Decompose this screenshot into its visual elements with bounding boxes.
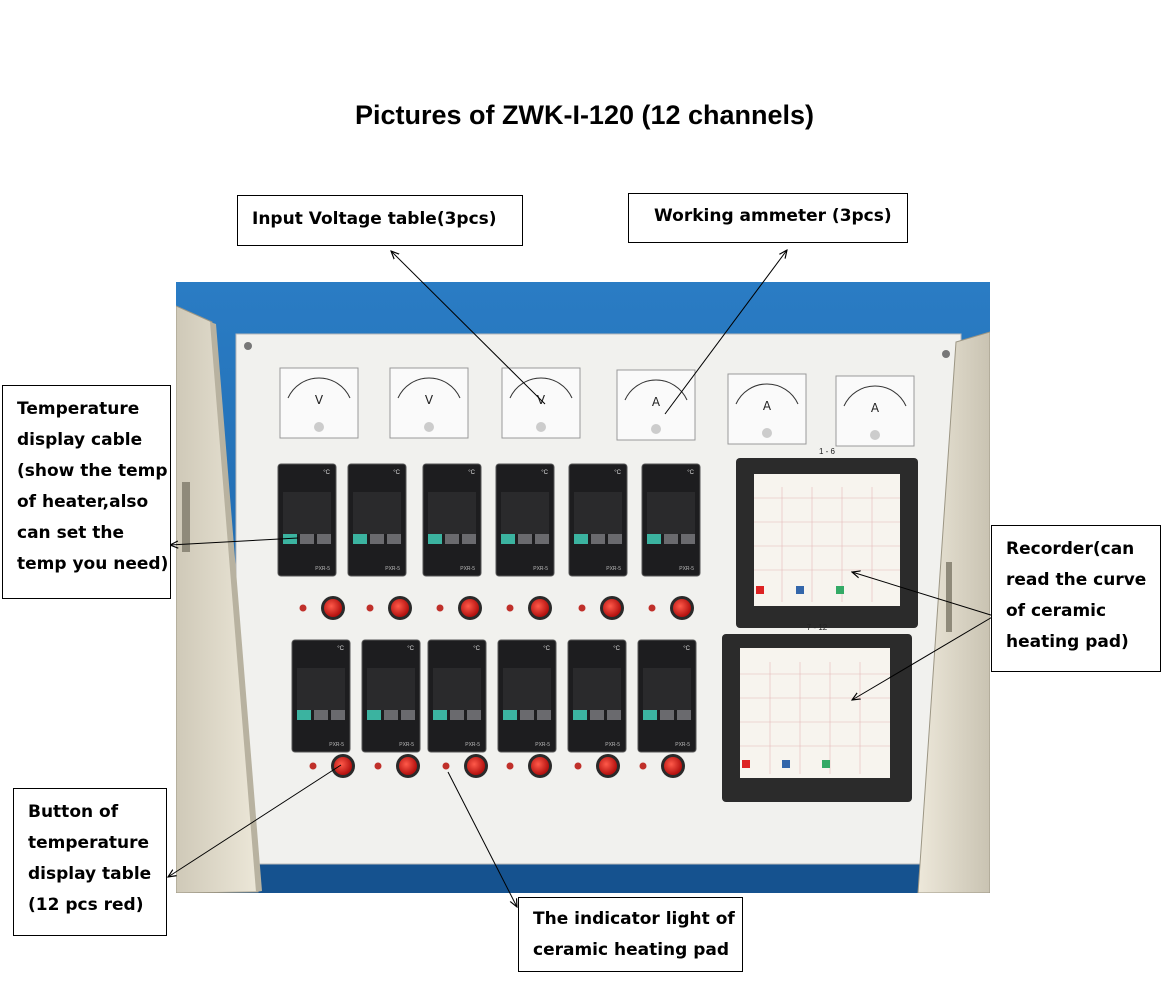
callout-temperature-display: Temperature display cable (show the temp… xyxy=(2,385,171,599)
callout-line: (12 pcs red) xyxy=(28,895,144,915)
meter-5: A xyxy=(727,373,807,445)
callout-line: of ceramic xyxy=(1006,601,1107,621)
left-door xyxy=(176,305,259,893)
callout-line: Temperature xyxy=(17,399,140,419)
temperature-controller: °C PXR-5 xyxy=(641,463,701,577)
page-title: Pictures of ZWK-I-120 (12 channels) xyxy=(354,100,815,130)
meter-unit: A xyxy=(871,401,880,415)
controller-model: PXR-5 xyxy=(535,742,550,748)
svg-text:°C: °C xyxy=(541,470,548,476)
callout-line: read the curve xyxy=(1006,570,1147,590)
meter-unit: A xyxy=(652,395,661,409)
control-cabinet-photo: V V V A xyxy=(176,282,990,893)
temperature-controller: °C PXR-5 xyxy=(637,639,697,753)
svg-text:°C: °C xyxy=(323,470,330,476)
svg-text:°C: °C xyxy=(393,470,400,476)
temperature-controllers: °C PXR-5 °C PXR-5 °C PXR-5 °C PXR-5 °C PXR-5 °C PXR… xyxy=(277,463,701,753)
temperature-controller: °C PXR-5 xyxy=(347,463,407,577)
callout-line: can set the xyxy=(17,523,125,543)
red-button xyxy=(648,596,694,620)
callout-recorder: Recorder(can read the curve of ceramic h… xyxy=(991,525,1161,672)
temperature-controller: °C PXR-5 xyxy=(422,463,482,577)
temperature-controller: °C PXR-5 xyxy=(427,639,487,753)
temperature-controller: °C PXR-5 xyxy=(568,463,628,577)
red-button xyxy=(639,754,685,778)
left-door-hinge xyxy=(182,482,190,552)
callout-line: temp you need) xyxy=(17,554,169,574)
callout-line: Button of xyxy=(28,802,119,822)
callout-line: heating pad) xyxy=(1006,632,1129,652)
meter-3: V xyxy=(501,367,581,439)
temperature-controller: °C PXR-5 xyxy=(277,463,337,577)
recorder-chart xyxy=(740,648,890,778)
red-button xyxy=(374,754,420,778)
callout-indicator: The indicator light of ceramic heating p… xyxy=(518,897,743,972)
panel-screw xyxy=(942,350,950,358)
red-button xyxy=(506,596,552,620)
red-button xyxy=(574,754,620,778)
controller-model: PXR-5 xyxy=(606,566,621,572)
svg-text:°C: °C xyxy=(468,470,475,476)
svg-text:°C: °C xyxy=(473,646,480,652)
svg-text:°C: °C xyxy=(337,646,344,652)
red-button xyxy=(506,754,552,778)
controller-model: PXR-5 xyxy=(465,742,480,748)
recorder-chart xyxy=(754,474,900,606)
controller-model: PXR-5 xyxy=(460,566,475,572)
meter-unit: A xyxy=(763,399,772,413)
temperature-controller: °C PXR-5 xyxy=(291,639,351,753)
callout-line: The indicator light of xyxy=(533,909,735,929)
recorder-2: 7 - 12 xyxy=(722,623,912,802)
svg-text:°C: °C xyxy=(614,470,621,476)
callout-input-voltage-text: Input Voltage table(3pcs) xyxy=(252,209,497,229)
red-button xyxy=(436,596,482,620)
svg-text:°C: °C xyxy=(683,646,690,652)
controller-model: PXR-5 xyxy=(675,742,690,748)
controller-model: PXR-5 xyxy=(315,566,330,572)
svg-text:°C: °C xyxy=(687,470,694,476)
red-button xyxy=(299,596,345,620)
controller-model: PXR-5 xyxy=(385,566,400,572)
meter-unit: V xyxy=(315,393,324,407)
red-button xyxy=(578,596,624,620)
callout-ammeter: Working ammeter (3pcs) xyxy=(628,193,908,243)
meter-4: A xyxy=(616,369,696,441)
temperature-controller: °C PXR-5 xyxy=(567,639,627,753)
recorder-1: 1 - 6 xyxy=(736,447,918,628)
controller-model: PXR-5 xyxy=(329,742,344,748)
panel-screw xyxy=(244,342,252,350)
controller-model: PXR-5 xyxy=(605,742,620,748)
svg-text:°C: °C xyxy=(613,646,620,652)
meter-2: V xyxy=(389,367,469,439)
callout-line: (show the temp xyxy=(17,461,168,481)
right-door-latch xyxy=(946,562,952,632)
callout-line: temperature xyxy=(28,833,150,853)
callout-input-voltage: Input Voltage table(3pcs) xyxy=(237,195,523,246)
meter-unit: V xyxy=(537,393,546,407)
callout-ammeter-text: Working ammeter (3pcs) xyxy=(654,206,892,226)
temperature-controller: °C PXR-5 xyxy=(361,639,421,753)
left-door-edge xyxy=(210,322,262,892)
callout-line: ceramic heating pad xyxy=(533,940,730,960)
temperature-controller: °C PXR-5 xyxy=(497,639,557,753)
svg-text:°C: °C xyxy=(407,646,414,652)
controller-model: PXR-5 xyxy=(399,742,414,748)
controller-model: PXR-5 xyxy=(533,566,548,572)
temperature-controller: °C PXR-5 xyxy=(495,463,555,577)
callout-line: of heater,also xyxy=(17,492,149,512)
svg-text:°C: °C xyxy=(543,646,550,652)
controller-model: PXR-5 xyxy=(679,566,694,572)
callout-line: display table xyxy=(28,864,152,884)
red-button xyxy=(366,596,412,620)
meter-1: V xyxy=(279,367,359,439)
meter-unit: V xyxy=(425,393,434,407)
recorder-range: 7 - 12 xyxy=(807,623,828,632)
callout-button: Button of temperature display table (12 … xyxy=(13,788,167,936)
callout-line: display cable xyxy=(17,430,143,450)
callout-line: Recorder(can xyxy=(1006,539,1135,559)
meter-6: A xyxy=(835,375,915,447)
recorder-range: 1 - 6 xyxy=(819,447,836,456)
